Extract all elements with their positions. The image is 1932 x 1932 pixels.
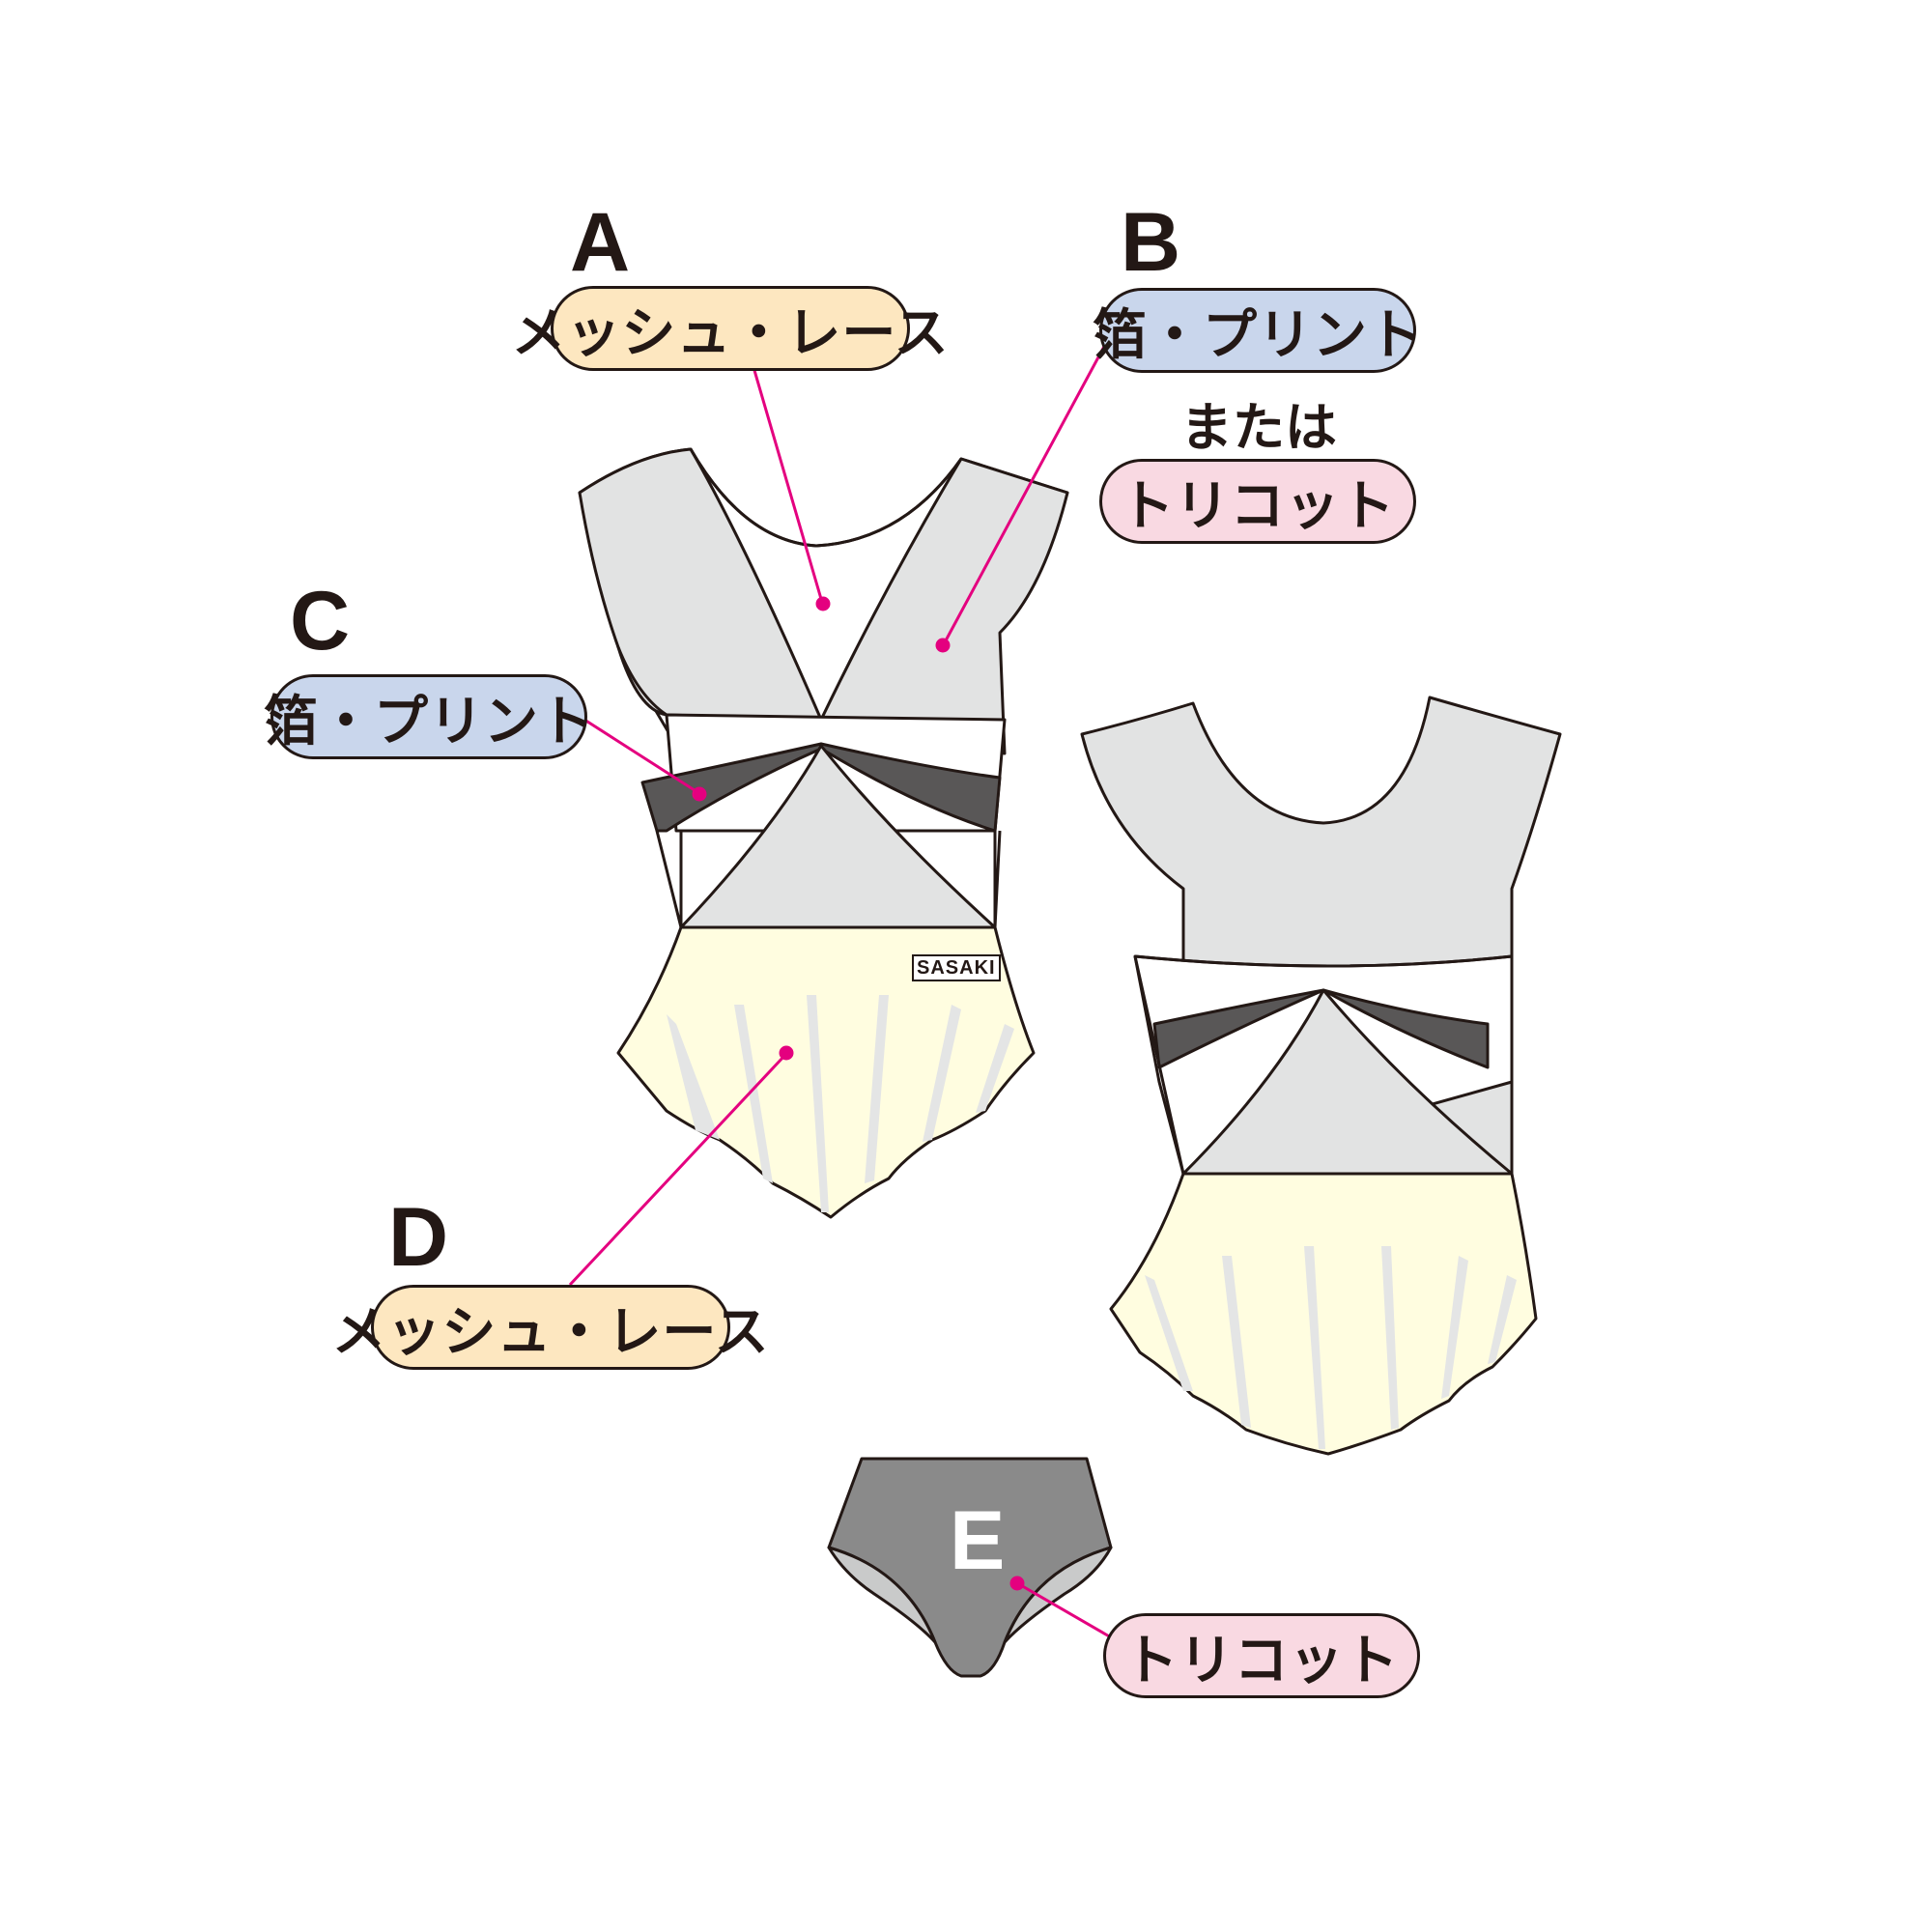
letter-d: D bbox=[388, 1191, 449, 1284]
front-skirt-d bbox=[616, 925, 1036, 1219]
label-b-alt-material: トリコット bbox=[1099, 459, 1416, 544]
label-b-or: または bbox=[1180, 397, 1337, 458]
back-leotard bbox=[1080, 696, 1562, 1456]
back-skirt bbox=[1109, 1172, 1538, 1456]
front-panel-left bbox=[578, 447, 823, 722]
front-band-c-right bbox=[819, 742, 1002, 833]
letter-c: C bbox=[290, 575, 351, 668]
label-e-material: トリコット bbox=[1103, 1613, 1420, 1698]
back-band-right bbox=[1321, 988, 1490, 1069]
front-leotard bbox=[578, 447, 1069, 1219]
leader-lines bbox=[568, 342, 1112, 1639]
letter-e: E bbox=[950, 1494, 1006, 1587]
letter-b: B bbox=[1121, 196, 1181, 289]
letter-a: A bbox=[570, 196, 631, 289]
brand-logo: SASAKI bbox=[912, 954, 1001, 981]
label-c-material: 箔・プリント bbox=[264, 674, 593, 759]
briefs-e bbox=[827, 1457, 1113, 1678]
label-d-material: メッシュ・レース bbox=[331, 1285, 769, 1370]
label-b-material: 箔・プリント bbox=[1093, 288, 1422, 373]
label-a-material: メッシュ・レース bbox=[511, 286, 949, 371]
